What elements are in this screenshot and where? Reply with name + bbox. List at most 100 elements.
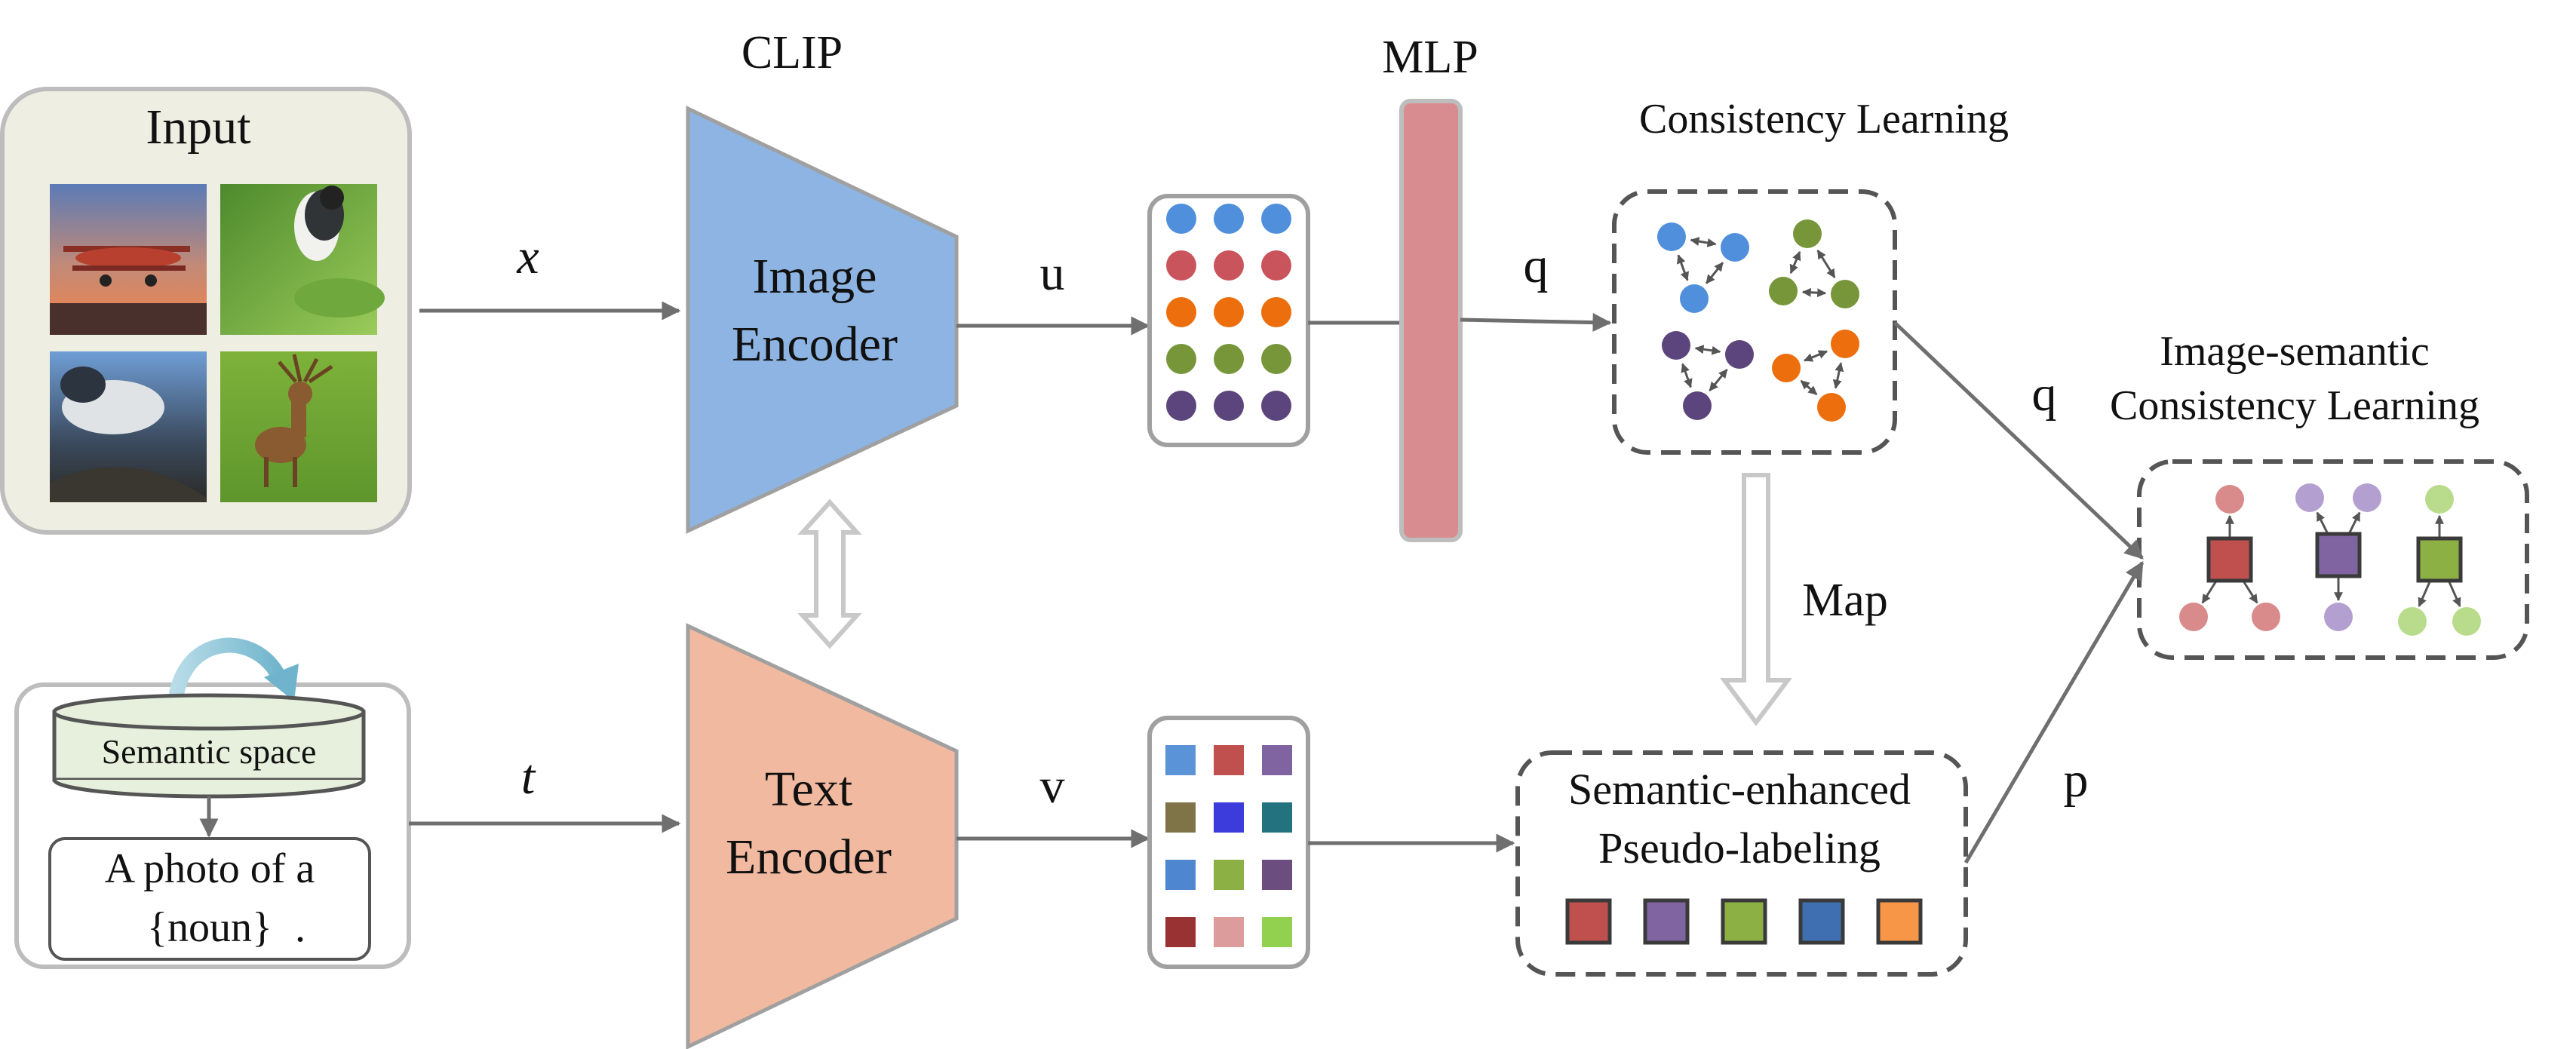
semantic-center-square xyxy=(2416,536,2463,583)
text-embedding-square xyxy=(1262,860,1292,890)
text-embedding-square xyxy=(1165,802,1196,833)
semantic-edge xyxy=(2240,578,2258,604)
text-embedding-square xyxy=(1214,745,1244,775)
pseudo-labeling-box: Semantic-enhanced Pseudo-labeling xyxy=(1515,750,1968,977)
cluster-edge xyxy=(1690,237,1717,247)
semantic-edge xyxy=(2447,579,2461,607)
map-arrow xyxy=(1720,473,1792,726)
image-embedding-dot xyxy=(1214,391,1244,421)
consistency-learning-box xyxy=(1612,189,1897,455)
cluster-node xyxy=(1683,391,1712,420)
image-embedding-box xyxy=(1147,194,1310,447)
semantic-node xyxy=(2252,603,2280,631)
cluster-edge xyxy=(1832,362,1844,389)
text-embedding-square xyxy=(1262,917,1292,947)
image-semantic-box xyxy=(2137,459,2529,660)
cluster-edge xyxy=(1709,369,1728,391)
cluster-node xyxy=(1831,330,1859,358)
svg-text:Semantic-enhanced: Semantic-enhanced xyxy=(1568,765,1911,814)
clip-label: CLIP xyxy=(741,27,843,78)
var-v: v xyxy=(1040,759,1065,814)
semantic-space-db: Semantic space xyxy=(52,693,366,799)
image-semantic-title-2: Consistency Learning xyxy=(2110,382,2479,429)
input-title: Input xyxy=(146,100,250,155)
semantic-node xyxy=(2324,603,2353,631)
input-image-bird xyxy=(220,184,385,335)
alignment-double-arrow xyxy=(797,498,862,649)
text-embedding-square xyxy=(1214,917,1244,947)
arrow-p xyxy=(1963,560,2145,864)
semantic-node xyxy=(2398,607,2427,636)
var-q-right: q xyxy=(2032,367,2057,422)
cluster-node xyxy=(1680,284,1709,313)
input-panel: Input xyxy=(0,87,412,535)
input-image-airplane xyxy=(50,184,207,335)
var-p: p xyxy=(2064,753,2089,808)
image-embedding-dot xyxy=(1214,344,1244,374)
cluster-node xyxy=(1721,233,1749,262)
map-label: Map xyxy=(1802,575,1888,626)
pseudo-label-square xyxy=(1798,898,1845,945)
cluster-edge xyxy=(1789,250,1801,275)
svg-text:Encoder: Encoder xyxy=(726,830,892,885)
semantic-edge xyxy=(2316,511,2329,535)
cluster-edge xyxy=(1705,262,1724,284)
text-embedding-square xyxy=(1214,802,1244,833)
image-embedding-dot xyxy=(1214,204,1244,234)
text-embedding-box xyxy=(1147,716,1310,969)
cluster-edge xyxy=(1800,379,1818,396)
var-q-top: q xyxy=(1524,238,1549,293)
svg-text:Image: Image xyxy=(753,249,877,304)
semantic-center-square xyxy=(2206,536,2253,583)
image-embedding-dot xyxy=(1166,204,1196,234)
cluster-edge xyxy=(1803,350,1828,362)
image-embedding-dot xyxy=(1261,297,1291,327)
svg-text:Text: Text xyxy=(765,762,852,817)
image-embedding-dot xyxy=(1214,250,1244,281)
cluster-edge xyxy=(1681,363,1693,388)
prompt-period: . xyxy=(295,904,305,951)
text-embedding-square xyxy=(1262,745,1292,775)
pseudo-label-square xyxy=(1565,898,1612,945)
cluster-node xyxy=(1817,393,1846,422)
pseudo-label-square xyxy=(1721,898,1767,945)
semantic-node xyxy=(2452,607,2481,636)
image-embedding-dot xyxy=(1261,344,1291,374)
mlp-block xyxy=(1399,99,1463,542)
arrow-q-right xyxy=(1893,321,2144,560)
semantic-loop-arrow xyxy=(167,637,288,713)
cluster-edge xyxy=(1694,345,1721,355)
arrow-q-top xyxy=(1460,313,1612,333)
image-embedding-dot xyxy=(1166,250,1196,281)
var-x: x xyxy=(516,229,539,284)
input-image-bird-2 xyxy=(50,351,207,502)
semantic-space-label: Semantic space xyxy=(102,732,317,771)
var-u: u xyxy=(1040,246,1065,301)
pseudo-label-square xyxy=(1876,898,1923,945)
semantic-node xyxy=(2353,483,2381,512)
prompt-panel: Semantic space A photo of a {noun} . xyxy=(14,637,411,969)
text-embedding-square xyxy=(1165,745,1196,775)
semantic-edge xyxy=(2347,511,2361,535)
text-embedding-square xyxy=(1165,860,1196,890)
cluster-node xyxy=(1725,340,1754,369)
cluster-edge xyxy=(1801,287,1827,298)
semantic-edge xyxy=(2418,579,2432,607)
semantic-edge xyxy=(2201,578,2219,604)
svg-text:Pseudo-labeling: Pseudo-labeling xyxy=(1598,824,1881,873)
consistency-title: Consistency Learning xyxy=(1639,96,2009,143)
cluster-node xyxy=(1831,280,1859,308)
semantic-node xyxy=(2295,483,2324,512)
text-encoder: Text Encoder xyxy=(686,623,959,1049)
cluster-edge xyxy=(1816,250,1836,278)
text-embedding-square xyxy=(1214,860,1244,890)
image-encoder: Image Encoder xyxy=(686,106,959,534)
image-embedding-dot xyxy=(1166,344,1196,374)
image-embedding-dot xyxy=(1166,297,1196,327)
cluster-node xyxy=(1657,222,1686,251)
cluster-node xyxy=(1769,277,1798,305)
semantic-node xyxy=(2425,485,2454,514)
image-semantic-title-1: Image-semantic xyxy=(2160,328,2430,375)
cluster-node xyxy=(1662,331,1690,360)
